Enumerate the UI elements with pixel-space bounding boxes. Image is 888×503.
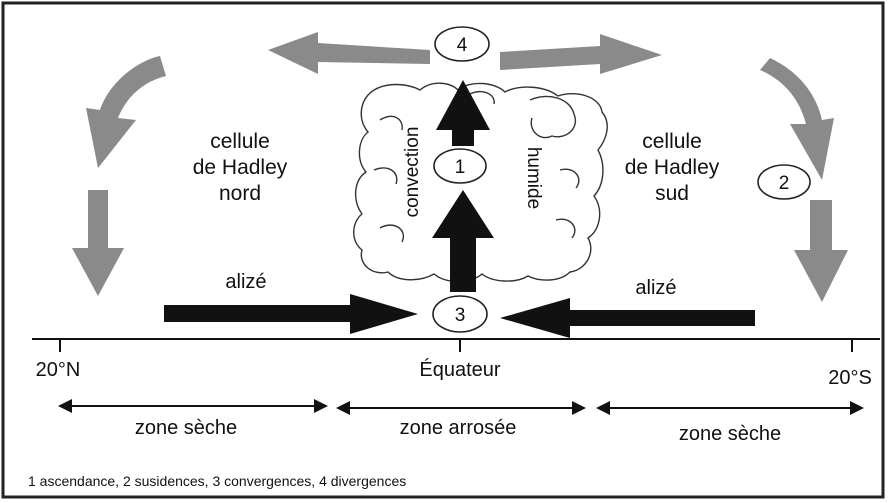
zone-arrow-middle-head-l bbox=[336, 401, 350, 415]
zone-arrow-right-head-l bbox=[596, 401, 610, 415]
cell-north-line-1: cellule bbox=[210, 130, 270, 153]
updraft-arrow-lower bbox=[432, 190, 494, 292]
subsidence-arrow-left-top bbox=[86, 56, 166, 168]
zone-arrow-left-head-r bbox=[314, 399, 328, 413]
trade-wind-arrow-left bbox=[164, 294, 418, 334]
cell-south-line-1: cellule bbox=[642, 130, 702, 153]
cell-north-line-3: nord bbox=[219, 182, 261, 205]
marker-2-label: 2 bbox=[779, 173, 790, 194]
subsidence-arrow-left-bottom bbox=[72, 190, 124, 296]
trade-wind-arrow-right bbox=[500, 298, 755, 338]
zone-label-middle: zone arrosée bbox=[400, 417, 517, 439]
subsidence-arrow-right-top bbox=[760, 58, 834, 180]
wind-label-right: alizé bbox=[635, 277, 676, 299]
marker-4: 4 bbox=[434, 26, 490, 62]
grey-circulation-arrows bbox=[72, 32, 848, 302]
cell-label-south: cellule de Hadley sud bbox=[625, 130, 720, 205]
divergence-arrow-left bbox=[268, 32, 430, 74]
zone-arrow-middle-head-r bbox=[572, 401, 586, 415]
convection-cloud bbox=[353, 82, 608, 283]
zone-label-right: zone sèche bbox=[679, 423, 781, 445]
axis-label-20s: 20°S bbox=[828, 367, 872, 389]
cell-south-line-3: sud bbox=[655, 182, 689, 205]
marker-4-label: 4 bbox=[457, 35, 468, 56]
axis-label-20n: 20°N bbox=[36, 359, 81, 381]
divergence-arrow-right bbox=[500, 34, 662, 74]
marker-3-label: 3 bbox=[455, 305, 466, 326]
latitude-axis bbox=[32, 338, 880, 352]
updraft-arrow-upper bbox=[436, 80, 490, 146]
black-arrows bbox=[164, 80, 755, 338]
legend-text: 1 ascendance, 2 susidences, 3 convergenc… bbox=[28, 473, 406, 489]
cell-south-line-2: de Hadley bbox=[625, 156, 720, 179]
zone-label-left: zone sèche bbox=[135, 417, 237, 439]
cloud-label-convection: convection bbox=[402, 127, 423, 218]
cloud-label-humide: humide bbox=[523, 147, 544, 209]
marker-1: 1 bbox=[433, 148, 487, 184]
zone-arrow-right-head-r bbox=[850, 401, 864, 415]
marker-1-label: 1 bbox=[455, 157, 466, 178]
subsidence-arrow-right-bottom bbox=[794, 200, 848, 302]
cell-north-line-2: de Hadley bbox=[193, 156, 288, 179]
axis-label-equateur: Équateur bbox=[419, 358, 501, 381]
cell-label-north: cellule de Hadley nord bbox=[193, 130, 288, 205]
wind-label-left: alizé bbox=[225, 271, 266, 293]
marker-3: 3 bbox=[432, 295, 488, 333]
zone-arrow-left-head-l bbox=[58, 399, 72, 413]
marker-2: 2 bbox=[757, 164, 811, 200]
zone-arrows bbox=[58, 399, 864, 415]
